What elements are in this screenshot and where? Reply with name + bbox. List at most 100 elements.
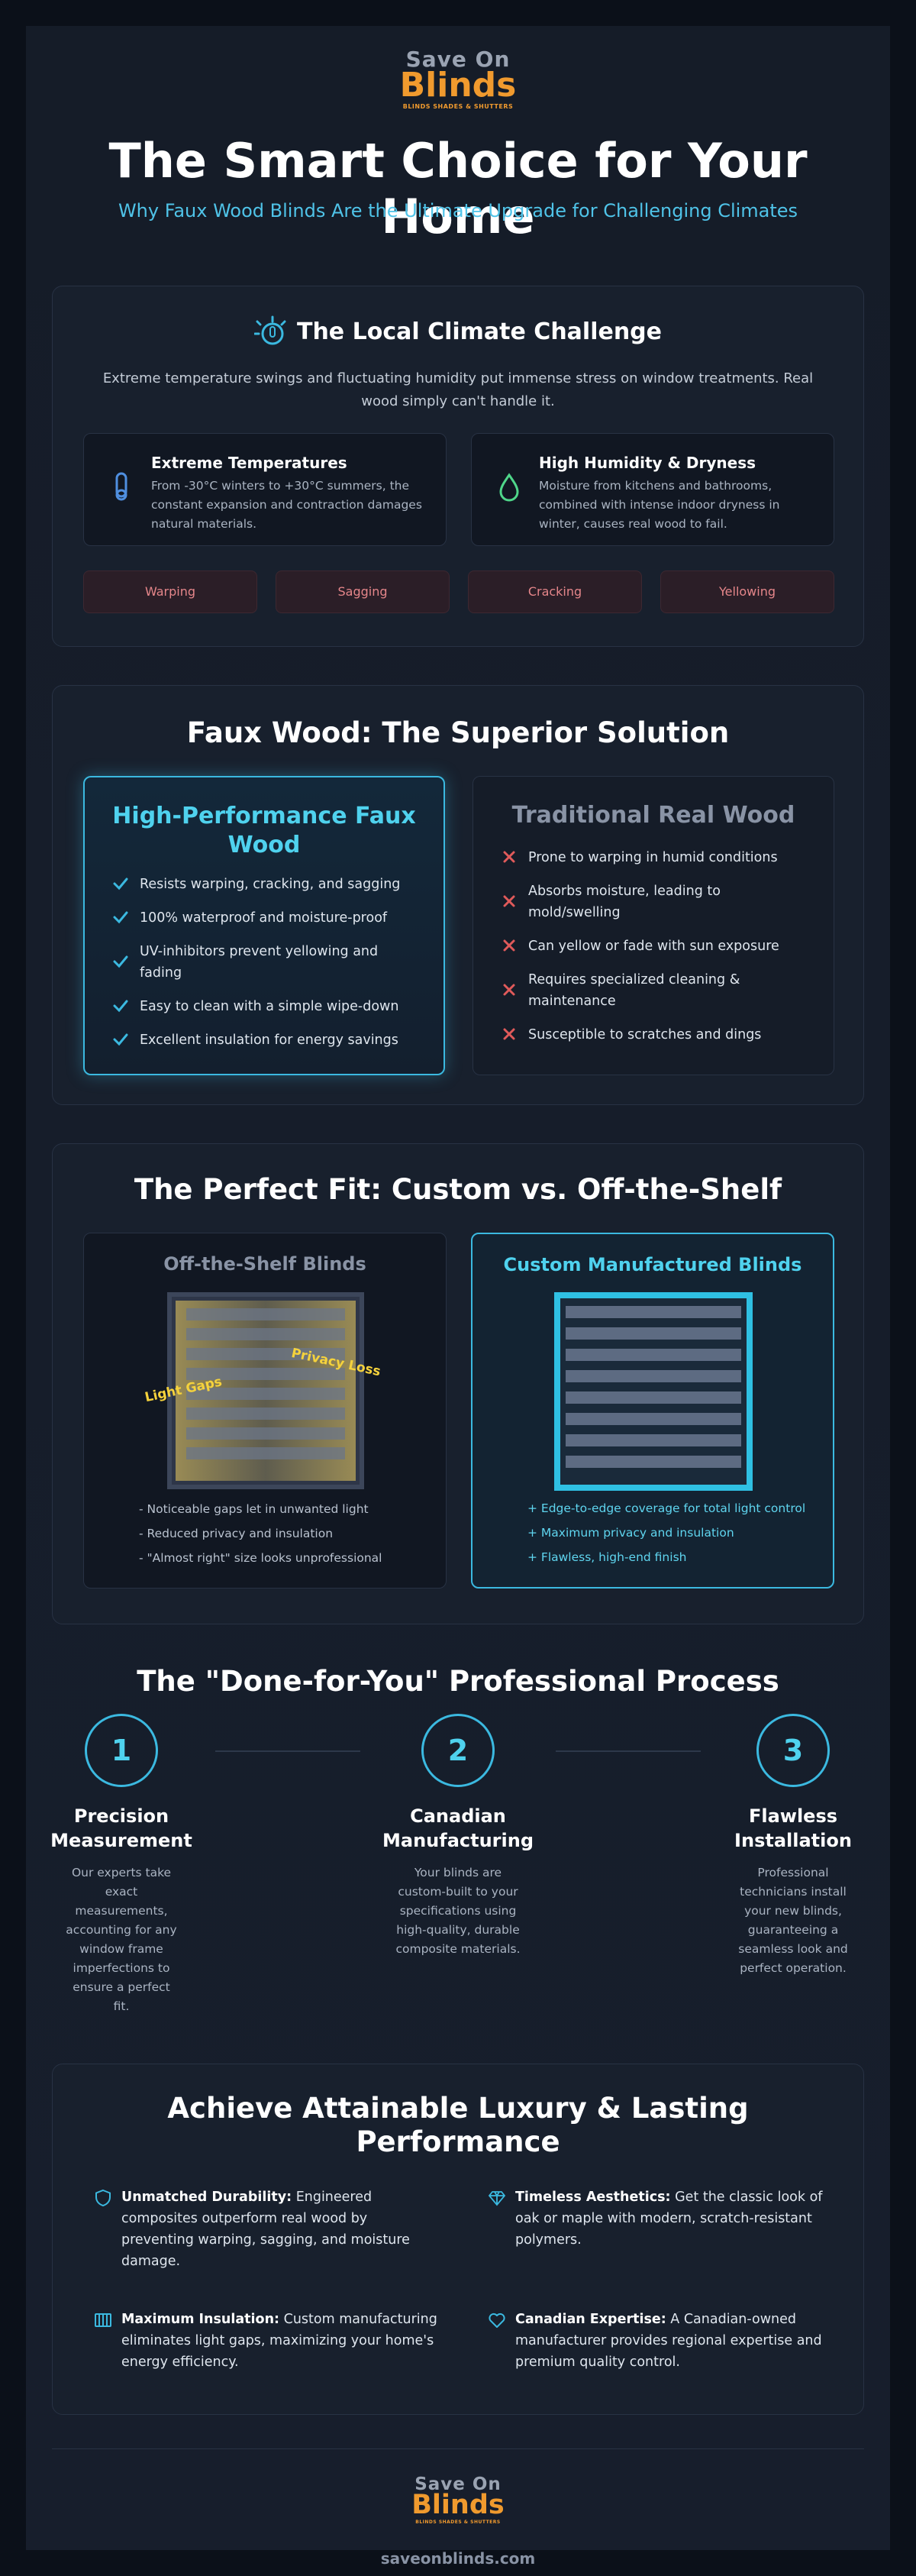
benefit-label: Unmatched Durability:	[121, 2190, 292, 2205]
logo-line-2: Blinds	[399, 66, 517, 105]
problem-tag: Sagging	[276, 570, 450, 613]
footer-logo: Save On Blinds BLINDS SHADES & SHUTTERS	[26, 2476, 890, 2525]
benefit-text: Engineered composites outperform real wo…	[121, 2190, 410, 2269]
solution-section: Faux Wood: The Superior Solution High-Pe…	[52, 685, 864, 1105]
climate-section: The Local Climate Challenge Extreme temp…	[52, 286, 864, 647]
off-the-shelf-title: Off-the-Shelf Blinds	[163, 1253, 366, 1275]
custom-fit-blind-illustration	[554, 1292, 753, 1491]
logo-line-1: Save On	[414, 2474, 502, 2494]
solution-title: Faux Wood: The Superior Solution	[186, 716, 730, 749]
step-description: Our experts take exact measurements, acc…	[66, 1866, 177, 2013]
off-the-shelf-item: - Reduced privacy and insulation	[139, 1527, 334, 1540]
step-title: Precision Measurement	[50, 1805, 192, 1851]
benefit-label: Maximum Insulation:	[121, 2312, 280, 2327]
problem-tag: Yellowing	[660, 570, 834, 613]
off-the-shelf-item: - "Almost right" size looks unprofession…	[139, 1551, 382, 1565]
logo-tagline: BLINDS SHADES & SHUTTERS	[402, 103, 514, 110]
step-connector	[556, 1750, 701, 1752]
gem-icon	[488, 2191, 506, 2206]
problem-tag: Cracking	[468, 570, 642, 613]
website-link[interactable]: saveonblinds.com	[380, 2549, 536, 2568]
check-icon	[113, 911, 128, 924]
faux-wood-column: High-Performance Faux Wood Resists warpi…	[83, 776, 445, 1075]
challenge-title: Extreme Temperatures	[151, 454, 347, 472]
benefit-canadian-expertise: Canadian Expertise: A Canadian-owned man…	[488, 2309, 833, 2373]
ill-fitting-blind-illustration: Light Gaps Privacy Loss	[144, 1292, 382, 1489]
step-number: 3	[756, 1714, 830, 1787]
check-icon	[113, 1033, 128, 1046]
benefit-durability: Unmatched Durability: Engineered composi…	[94, 2187, 439, 2272]
benefit-insulation: Maximum Insulation: Custom manufacturing…	[94, 2309, 439, 2373]
brand-logo: Save On Blinds BLINDS SHADES & SHUTTERS	[26, 49, 890, 110]
custom-blinds-title: Custom Manufactured Blinds	[503, 1254, 802, 1275]
check-icon	[113, 878, 128, 890]
blind-slats	[186, 1308, 345, 1459]
process-step-2: 2 Canadian Manufacturing Your blinds are…	[363, 1714, 553, 1959]
x-icon	[503, 984, 515, 996]
step-connector	[215, 1750, 360, 1752]
real-wood-drawback-item: Absorbs moisture, leading to mold/swelli…	[501, 881, 811, 923]
x-icon	[503, 1028, 515, 1040]
logo-tagline: BLINDS SHADES & SHUTTERS	[415, 2519, 501, 2525]
luxury-section: Achieve Attainable Luxury & Lasting Perf…	[52, 2064, 864, 2415]
process-step-1: 1 Precision Measurement Our experts take…	[26, 1714, 217, 2016]
custom-blinds-item: + Flawless, high-end finish	[527, 1550, 687, 1564]
custom-blinds-card: Custom Manufactured Blinds + Edge-to-edg…	[471, 1233, 834, 1589]
real-wood-column: Traditional Real Wood Prone to warping i…	[473, 776, 834, 1075]
page-title: The Smart Choice for Your Home	[108, 133, 808, 244]
step-number: 2	[421, 1714, 495, 1787]
page-subtitle: Why Faux Wood Blinds Are the Ultimate Up…	[118, 200, 798, 221]
challenge-text: From -30°C winters to +30°C summers, the…	[151, 479, 422, 531]
faux-benefit-item: Excellent insulation for energy savings	[112, 1029, 421, 1051]
infographic-page: Save On Blinds BLINDS SHADES & SHUTTERS …	[26, 26, 890, 2568]
real-wood-drawback-item: Can yellow or fade with sun exposure	[501, 936, 811, 957]
climate-title: The Local Climate Challenge	[296, 318, 663, 345]
process-step-3: 3 Flawless Installation Professional tec…	[698, 1714, 889, 1978]
x-icon	[503, 939, 515, 952]
challenge-card-temperature: Extreme Temperatures From -30°C winters …	[83, 433, 447, 546]
step-number: 1	[85, 1714, 158, 1787]
real-wood-drawback-item: Requires specialized cleaning & maintena…	[501, 969, 811, 1012]
x-icon	[503, 895, 515, 907]
custom-blinds-item: + Maximum privacy and insulation	[527, 1526, 734, 1540]
challenge-title: High Humidity & Dryness	[539, 454, 756, 472]
logo-line-2: Blinds	[411, 2490, 505, 2520]
blind-slats	[566, 1306, 741, 1468]
challenge-text: Moisture from kitchens and bathrooms, co…	[539, 479, 780, 531]
benefit-text: Get the classic look of oak or maple wit…	[515, 2190, 823, 2248]
benefit-label: Canadian Expertise:	[515, 2312, 666, 2327]
benefit-text: A Canadian-owned manufacturer provides r…	[515, 2312, 822, 2370]
step-description: Your blinds are custom-built to your spe…	[395, 1866, 521, 1956]
luxury-title: Achieve Attainable Luxury & Lasting Perf…	[167, 2092, 749, 2158]
real-wood-drawback-item: Prone to warping in humid conditions	[501, 847, 811, 868]
logo-line-1: Save On	[405, 47, 511, 72]
step-description: Professional technicians install your ne…	[738, 1866, 848, 1975]
heart-icon	[489, 2313, 505, 2328]
benefit-label: Timeless Aesthetics:	[515, 2190, 671, 2205]
faux-wood-title: High-Performance Faux Wood	[112, 803, 416, 858]
climate-description: Extreme temperature swings and fluctuati…	[102, 370, 814, 409]
thermometer-sun-icon	[253, 315, 286, 345]
shield-icon	[95, 2189, 111, 2207]
thermometer-icon	[115, 472, 127, 501]
faux-benefit-item: 100% waterproof and moisture-proof	[112, 907, 421, 929]
check-icon	[113, 955, 128, 968]
blinds-icon	[95, 2313, 111, 2327]
faux-benefit-item: Easy to clean with a simple wipe-down	[112, 996, 421, 1017]
benefit-text: Custom manufacturing eliminates light ga…	[121, 2312, 437, 2370]
off-the-shelf-item: - Noticeable gaps let in unwanted light	[139, 1502, 369, 1516]
off-the-shelf-card: Off-the-Shelf Blinds	[83, 1233, 447, 1589]
droplet-icon	[499, 473, 519, 502]
faux-benefit-item: UV-inhibitors prevent yellowing and fadi…	[112, 941, 421, 984]
check-icon	[113, 1000, 128, 1013]
process-title: The "Done-for-You" Professional Process	[137, 1665, 779, 1698]
real-wood-drawback-item: Susceptible to scratches and dings	[501, 1024, 811, 1046]
faux-benefit-item: Resists warping, cracking, and sagging	[112, 874, 421, 895]
fit-title: The Perfect Fit: Custom vs. Off-the-Shel…	[134, 1173, 782, 1206]
real-wood-title: Traditional Real Wood	[511, 802, 795, 829]
x-icon	[503, 851, 515, 863]
step-title: Flawless Installation	[734, 1805, 852, 1851]
footer-divider	[52, 2448, 864, 2449]
problem-tag: Warping	[83, 570, 257, 613]
custom-blinds-item: + Edge-to-edge coverage for total light …	[527, 1501, 806, 1515]
